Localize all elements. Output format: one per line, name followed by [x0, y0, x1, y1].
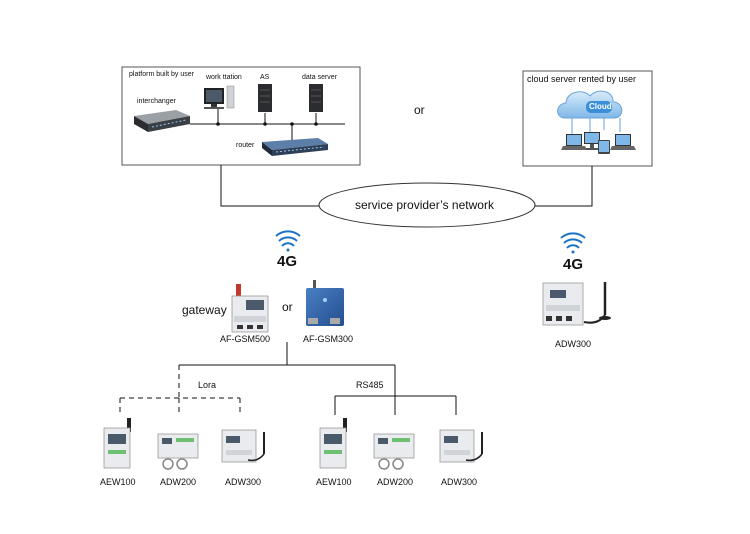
signal-4g-right: 4G — [563, 256, 584, 273]
router-label: router — [236, 142, 255, 149]
left-device-label-3: ADW300 — [225, 477, 262, 487]
interchanger-label: interchanger — [137, 98, 176, 105]
right-device-label: ADW300 — [555, 339, 592, 349]
cloud-icon — [557, 90, 623, 134]
gateway-name-1: AF-GSM500 — [220, 334, 271, 344]
aew100-device-left — [103, 418, 131, 469]
gateway-name-2: AF-GSM300 — [303, 334, 354, 344]
adw300-device-left — [221, 429, 265, 463]
left-device-label-1: AEW100 — [100, 477, 136, 487]
or-label-middle: or — [282, 300, 293, 314]
gateway-label: gateway — [182, 303, 227, 317]
adw200-device-right — [373, 433, 415, 470]
or-label-top: or — [414, 103, 425, 117]
desktop-icon — [584, 132, 600, 150]
service-provider-network — [318, 182, 536, 228]
wifi-icon-right — [560, 232, 586, 254]
network-label: service provider’s network — [355, 198, 494, 212]
gateway-af-gsm300-device — [306, 280, 344, 326]
left-device-label-2: ADW200 — [160, 477, 197, 487]
tablet-icon — [598, 140, 610, 154]
cloud-network-link — [533, 166, 593, 207]
platform-title: platform built by user — [129, 71, 194, 78]
platform-network-link — [220, 165, 322, 207]
adw300-device-right — [542, 282, 611, 326]
adw200-device-left — [157, 433, 199, 470]
workstation-label: work ttation — [206, 74, 242, 81]
right-device-label-2: ADW200 — [377, 477, 414, 487]
signal-4g-left: 4G — [277, 253, 298, 270]
as-label: AS — [260, 74, 270, 81]
gateway-af-gsm500-device — [231, 284, 269, 333]
laptop-icon-2 — [610, 134, 636, 150]
right-device-label-1: AEW100 — [316, 477, 352, 487]
cloud-badge: Cloud — [589, 102, 612, 111]
rs485-label: RS485 — [356, 380, 384, 390]
data-server-label: data server — [302, 74, 338, 81]
switch-icon — [134, 110, 190, 132]
as-server-icon — [258, 84, 272, 112]
router-icon — [262, 138, 328, 156]
laptop-icon — [561, 134, 587, 150]
wifi-icon-left — [275, 230, 301, 252]
adw300-device-right-group — [439, 429, 483, 463]
right-device-label-3: ADW300 — [441, 477, 478, 487]
cloud-title: cloud server rented by user — [527, 74, 637, 84]
data-server-icon — [309, 84, 323, 112]
workstation-icon — [204, 85, 235, 109]
aew100-device-right — [319, 418, 347, 469]
lora-label: Lora — [198, 380, 217, 390]
